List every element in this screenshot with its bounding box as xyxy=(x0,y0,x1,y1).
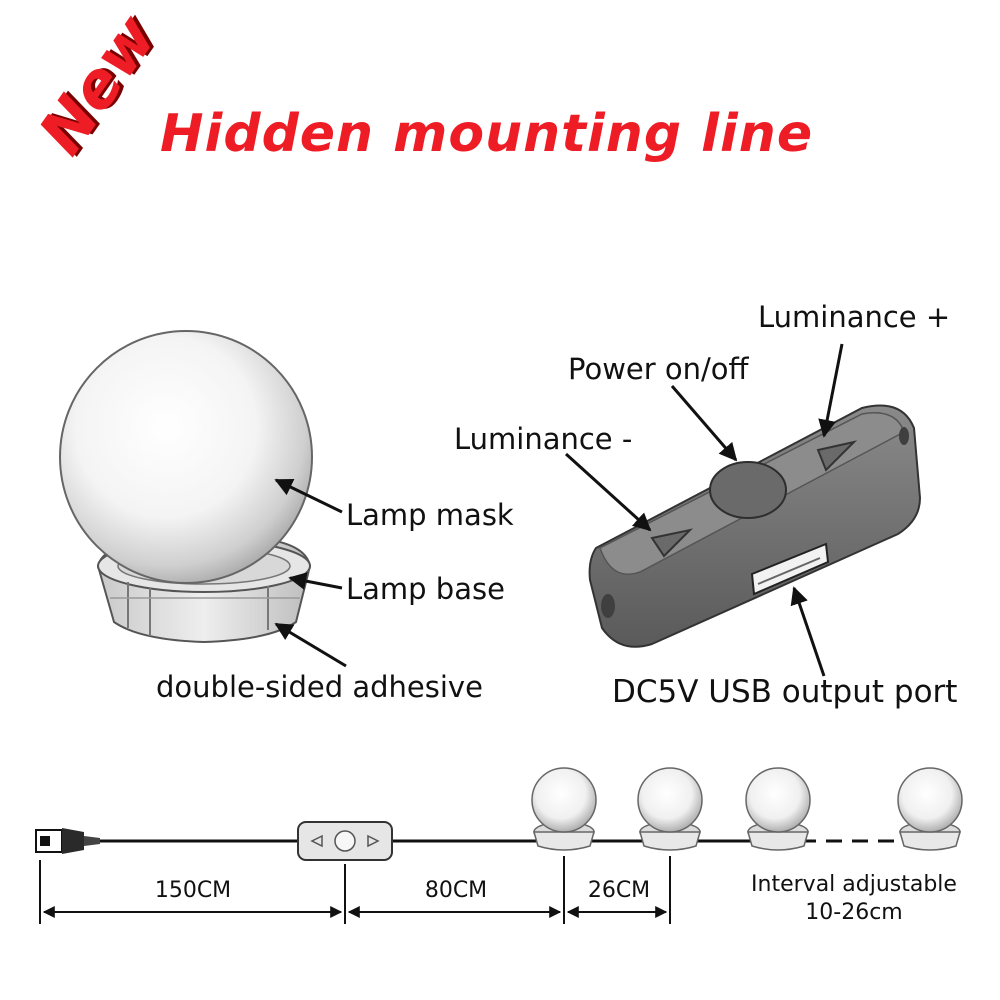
label-150cm: 150CM xyxy=(154,878,232,903)
arrow-lamp-mask xyxy=(274,478,343,514)
small-lamp-3 xyxy=(745,767,811,851)
label-80cm: 80CM xyxy=(424,878,488,903)
small-lamp-2 xyxy=(637,767,703,851)
luminance-plus-button-shape xyxy=(816,440,858,472)
arrow-lamp-base xyxy=(288,572,343,590)
label-26cm: 26CM xyxy=(587,878,651,903)
luminance-minus-button-shape xyxy=(650,528,694,558)
label-luminance-minus: Luminance - xyxy=(454,422,633,456)
arrow-luminance-plus xyxy=(818,343,844,438)
cable-strip xyxy=(35,767,963,861)
label-lamp-mask: Lamp mask xyxy=(346,498,514,532)
small-lamp-1 xyxy=(531,767,597,851)
switch-illustration xyxy=(588,404,922,648)
label-luminance-plus: Luminance + xyxy=(758,300,951,334)
power-button-shape xyxy=(709,461,787,519)
arrow-power xyxy=(670,385,738,462)
small-lamp-4 xyxy=(897,767,963,851)
label-power: Power on/off xyxy=(568,352,749,386)
label-adhesive: double-sided adhesive xyxy=(156,670,483,704)
arrow-usb-port xyxy=(790,586,826,677)
arrow-adhesive xyxy=(274,622,347,668)
label-interval-line2: 10-26cm xyxy=(805,900,903,925)
page-title: Hidden mounting line xyxy=(160,104,814,164)
label-usb-port: DC5V USB output port xyxy=(612,674,958,710)
lamp-mask-shape xyxy=(59,330,313,584)
dimension-lines xyxy=(39,856,671,924)
label-interval-line1: Interval adjustable xyxy=(751,872,957,897)
arrow-luminance-minus xyxy=(564,452,652,532)
label-lamp-base: Lamp base xyxy=(346,572,505,606)
usb-port-shape xyxy=(750,542,830,596)
lamp-illustration xyxy=(59,330,313,644)
